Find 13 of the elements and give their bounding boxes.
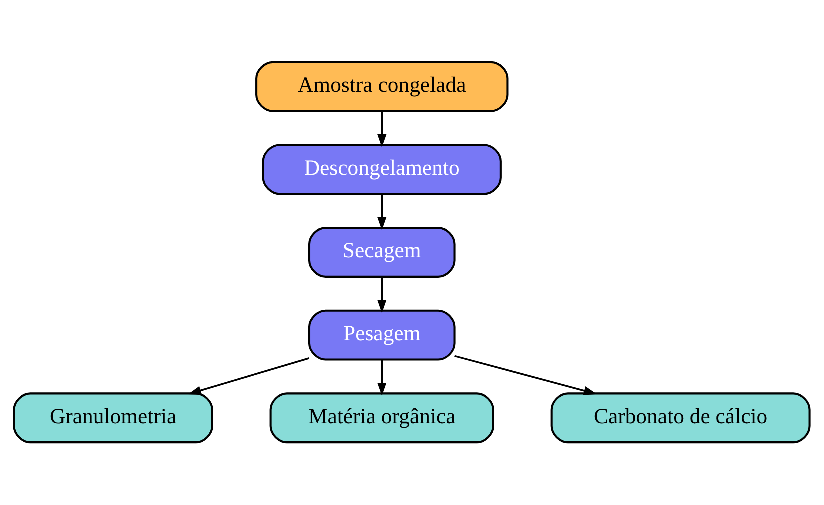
node-box: Carbonato de cálcio xyxy=(550,392,811,444)
node-box: Amostra congelada xyxy=(256,61,509,112)
arrow xyxy=(378,194,387,230)
arrow xyxy=(378,277,387,314)
arrow xyxy=(378,360,387,396)
node-box: Matéria orgânica xyxy=(270,392,494,444)
node-box: Descongelamento xyxy=(262,144,502,196)
arrow xyxy=(454,355,598,396)
arrow xyxy=(188,358,310,396)
node-box: Pesagem xyxy=(308,310,456,361)
node-box: Granulometria xyxy=(13,392,214,444)
node-box: Secagem xyxy=(308,227,456,278)
arrow xyxy=(378,111,387,148)
